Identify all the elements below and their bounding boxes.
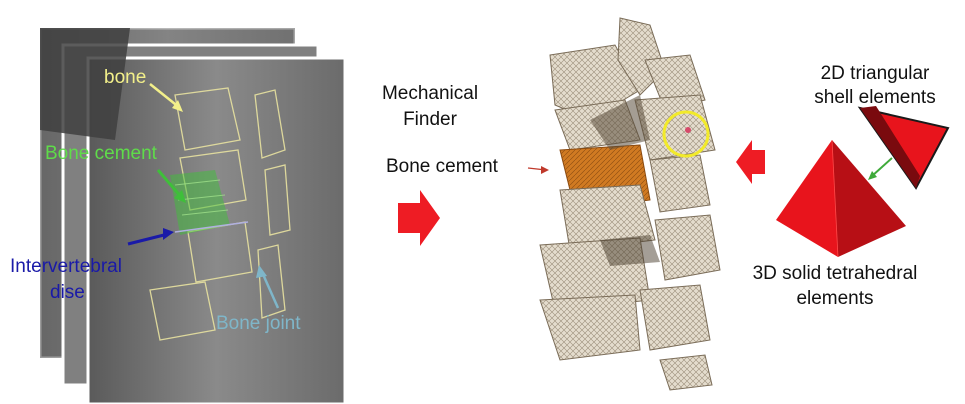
label-software-line1: Mechanical [370,84,490,105]
label-bone: bone [104,68,146,89]
ct-slice-stack [40,28,345,404]
label-shell-line2: shell elements [800,88,950,109]
label-solid-line1: 3D solid tetrahedral [730,264,940,285]
label-software-line2: Finder [370,110,490,131]
label-ct-bone-cement: Bone cement [45,144,157,165]
label-shell-line1: 2D triangular [800,64,950,85]
label-intervertebral-line1: Intervertebral [10,257,122,278]
flow-arrow-left [736,140,765,184]
ct-slice-front [88,58,345,404]
label-intervertebral-line2: dise [50,283,85,304]
label-model-bone-cement: Bone cement [386,157,498,178]
label-solid-line2: elements [730,289,940,310]
label-facet-joint: Bone joint [216,314,301,335]
green-connector-arrow [868,158,892,180]
spine-3d-model [528,18,720,390]
tetrahedron-element [776,140,906,257]
flow-arrow-right [398,190,440,246]
